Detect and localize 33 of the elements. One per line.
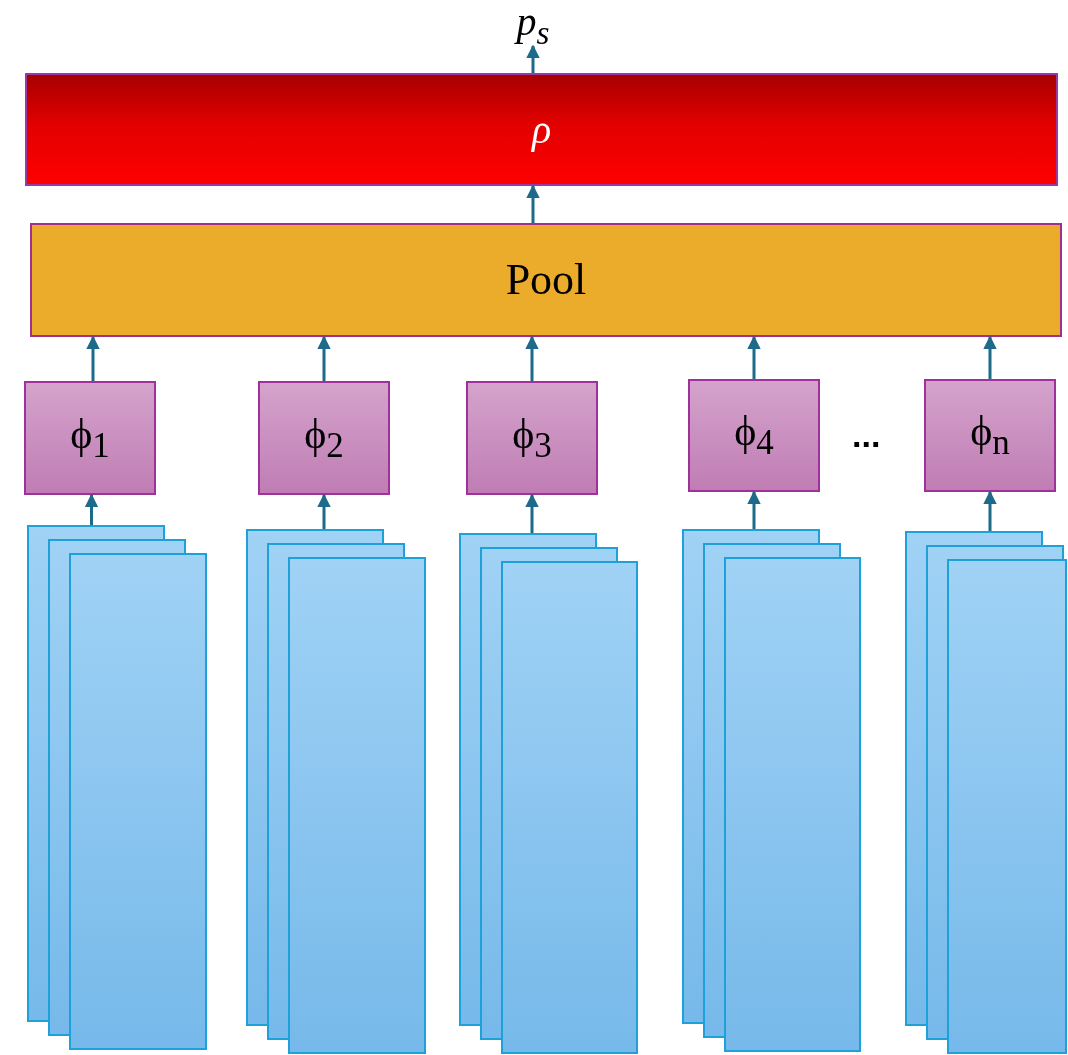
arrow [525,493,539,533]
arrow [525,335,539,381]
ellipsis-text: ... [852,418,881,452]
phi-encoder-box [688,379,820,492]
function-label: ϕ$_{2}$ [304,412,344,464]
document-stack-drawing [246,529,426,1054]
function-label: ϕ$_{3}$ [512,412,552,464]
rho-layer-box [25,73,1058,186]
phi-encoder-box [258,381,390,495]
document-stack-drawing [682,529,861,1052]
arrow [84,493,99,525]
arrow [983,490,997,531]
document-stack-drawing [27,525,207,1050]
arrow [526,44,540,73]
arrow [983,335,997,379]
layer-label: ρ [531,109,552,150]
arrow [317,335,331,381]
arrow [526,184,540,223]
layer-label: Pool [505,258,587,302]
document-stack-drawing [905,531,1067,1054]
function-label: ϕ$_{n}$ [970,410,1010,461]
phi-encoder-box [466,381,598,495]
arrow [747,490,761,529]
arrow [317,493,331,529]
document-stack-drawing [459,533,638,1054]
output-label: p$_{s}$ [516,2,550,50]
arrow [86,335,100,381]
function-label: ϕ$_{4}$ [734,410,774,461]
pool-layer-box [30,223,1062,337]
function-label: ϕ$_{1}$ [70,412,110,464]
phi-encoder-box [24,381,156,495]
phi-encoder-box [924,379,1056,492]
arrow [747,335,761,379]
